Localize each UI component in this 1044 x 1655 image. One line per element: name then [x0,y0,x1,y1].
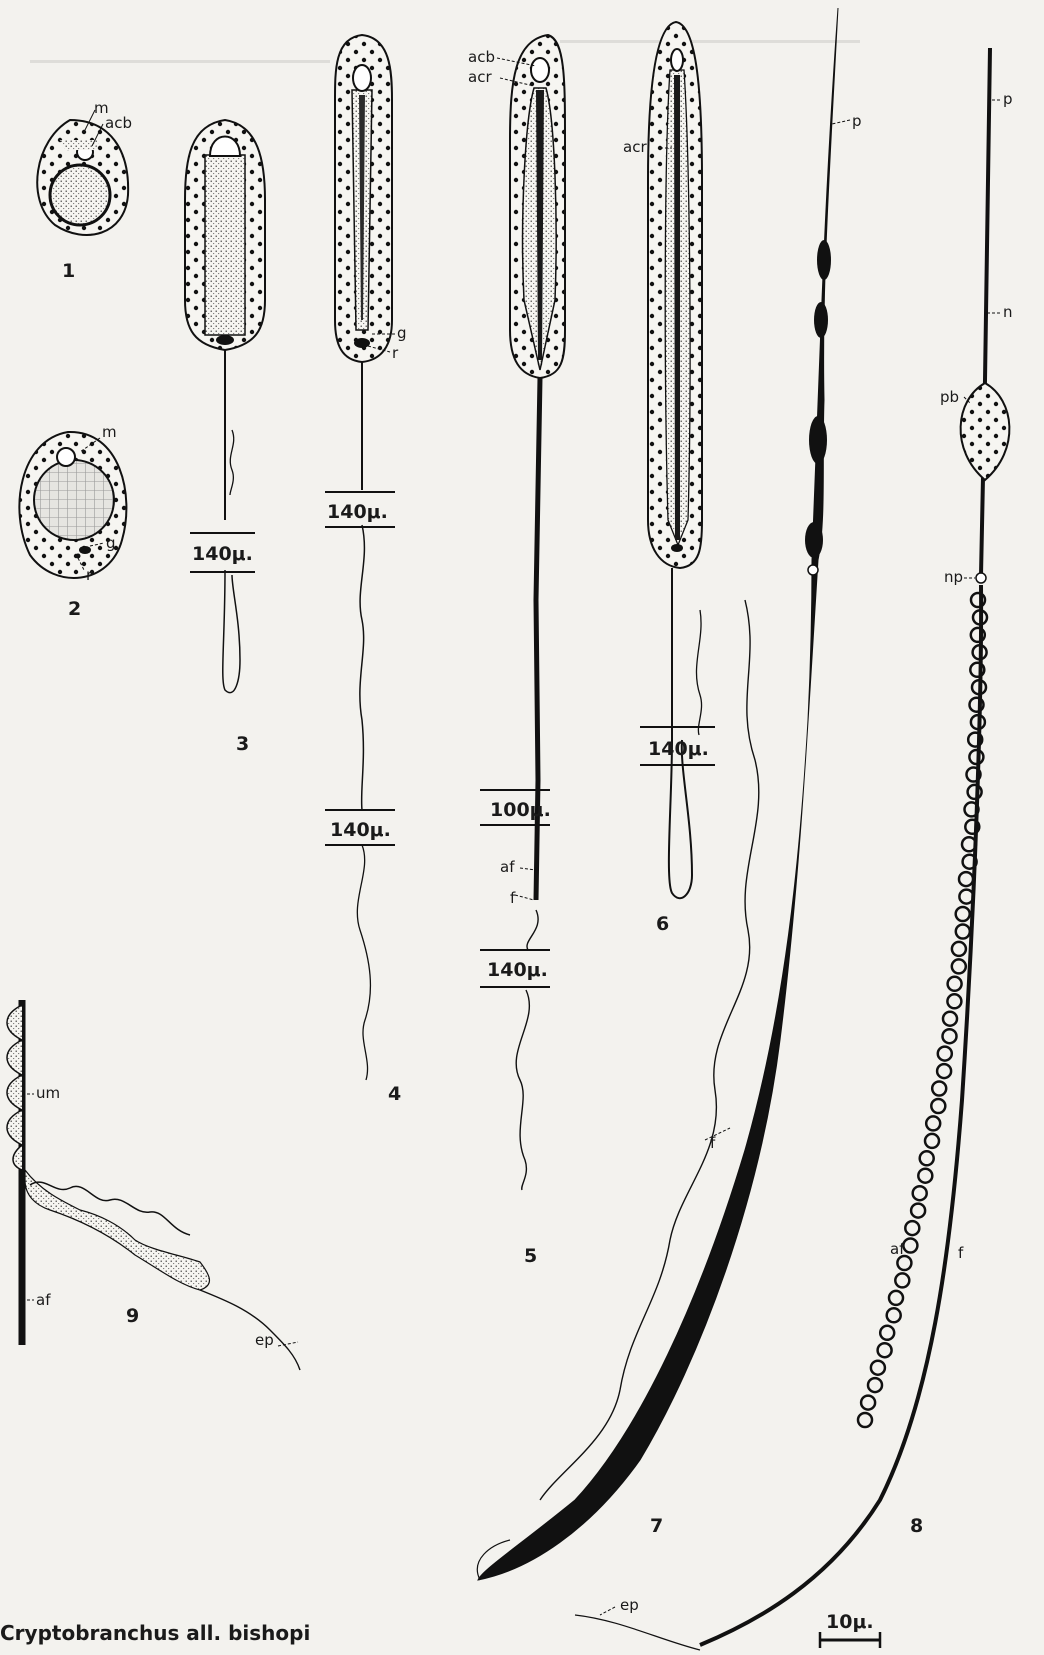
figure-8-spermatozoon [700,48,1009,1645]
label-fig9-af: af [36,1291,51,1309]
figure-number-6: 6 [656,913,669,935]
membrane-loop [926,1116,940,1130]
membrane-loop [938,1047,952,1061]
membrane-loop [952,959,966,973]
membrane-loop [858,1413,872,1427]
free-flagellum [540,600,759,1500]
label-fig1-acb: acb [105,114,132,132]
label-fig9-ep: ep [255,1331,274,1349]
membrane-loop [887,1308,901,1322]
label-fig6-acr: acr [623,138,647,156]
membrane-loop [880,1326,894,1340]
scale-bar-label: 10μ. [826,1611,874,1633]
scale-label-fig5-a: 100μ. [490,799,551,821]
membrane-loop [871,1361,885,1375]
membrane-loop [931,1099,945,1113]
label-fig8-np: np [944,568,963,586]
membrane-loop [968,785,982,799]
label-fig5-acr: acr [468,68,492,86]
figure-number-1: 1 [62,260,75,282]
figure-6-spermatozoon [640,22,715,898]
membrane-loop [918,1169,932,1183]
membrane-loop [952,942,966,956]
membrane-loop [911,1204,925,1218]
membrane-loop [943,1012,957,1026]
label-fig8-n: n [1003,303,1013,321]
membrane-loop [932,1082,946,1096]
scale-label-fig4-a: 140μ. [327,501,388,523]
membrane-loop [943,1029,957,1043]
plate-caption: Cryptobranchus all. bishopi [0,1621,310,1645]
membrane-loop [920,1151,934,1165]
label-fig8-pb: pb [940,388,959,406]
label-fig2-g: g [106,534,116,552]
label-fig9-um: um [36,1084,60,1102]
figure-number-7: 7 [650,1515,663,1537]
scale-label-fig3: 140μ. [192,543,253,565]
label-fig8-f: f [958,1244,964,1262]
membrane-loop [903,1239,917,1253]
scale-label-fig5-b: 140μ. [487,959,548,981]
label-fig7-p: p [852,112,862,130]
membrane-loop [925,1134,939,1148]
figure-2-spermatid [19,432,126,578]
background-text-ghost [30,40,860,63]
membrane-loop [956,907,970,921]
membrane-loop [889,1291,903,1305]
membrane-loop [905,1221,919,1235]
membrane-loop [959,872,973,886]
label-fig5-f: f [510,889,516,907]
label-fig8-p: p [1003,90,1013,108]
figure-number-4: 4 [388,1083,401,1105]
membrane-loop [956,925,970,939]
figure-number-3: 3 [236,733,249,755]
membrane-loop [948,977,962,991]
figure-9-undulating-membrane [7,1000,300,1370]
label-fig7-f: f [710,1134,716,1152]
figure-number-5: 5 [524,1245,537,1267]
label-fig4-g: g [397,324,407,342]
membrane-loop [913,1186,927,1200]
label-fig8-af: af [890,1240,905,1258]
figure-3-spermatid [185,120,265,693]
membrane-loop [861,1396,875,1410]
label-fig4-r: r [392,344,399,362]
label-fig5-acb: acb [468,48,495,66]
figure-number-8: 8 [910,1515,923,1537]
scale-label-fig6: 140μ. [648,738,709,760]
label-fig2-m: m [102,423,117,441]
membrane-loop [947,994,961,1008]
figure-number-9: 9 [126,1305,139,1327]
figure-4-spermatid [325,35,395,1080]
scale-label-fig4-b: 140μ. [330,819,391,841]
membrane-loop [937,1064,951,1078]
membrane-loop [897,1256,911,1270]
label-fig5-af: af [500,858,515,876]
figure-5-spermatozoon [480,35,565,1190]
figure-number-2: 2 [68,598,81,620]
membrane-loop [868,1378,882,1392]
membrane-loop [878,1343,892,1357]
membrane-loop [895,1273,909,1287]
label-fig2-r: r [86,566,93,584]
scale-bar: 10μ. [820,1611,880,1648]
label-fig7-ep: ep [620,1596,639,1614]
